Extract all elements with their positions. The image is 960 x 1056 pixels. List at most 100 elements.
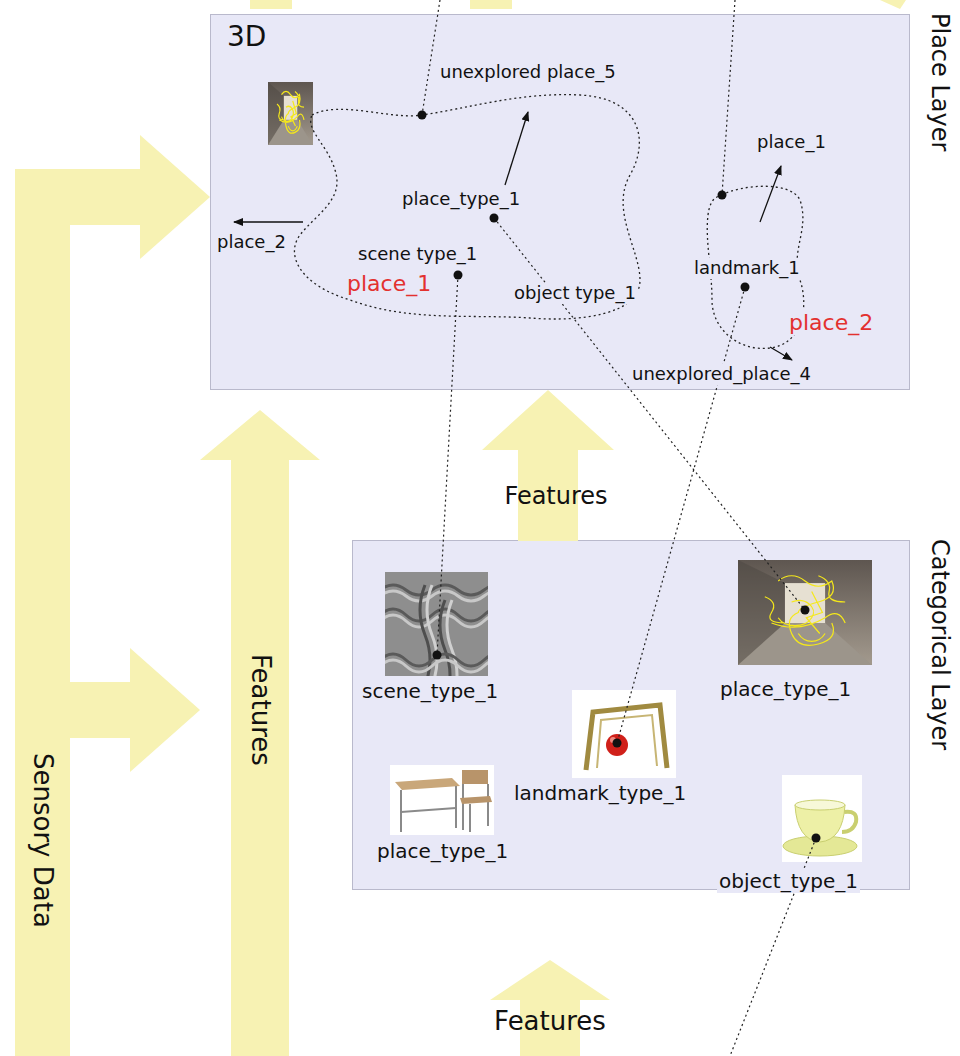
text-holder: Place Layer <box>925 13 953 151</box>
text-holder: unexplored place_5 <box>438 62 618 83</box>
anchor-dot <box>454 271 463 280</box>
chairs-image <box>390 765 494 835</box>
leader-line <box>422 0 440 115</box>
text-holder: Features <box>494 1007 606 1037</box>
features-arrow: Features <box>200 410 320 1056</box>
landmark-frame <box>597 715 657 768</box>
place-label: scene type_1 <box>356 244 479 265</box>
chair-seat <box>460 796 492 804</box>
exit-arrow <box>770 347 792 360</box>
cup-image <box>782 775 862 862</box>
leader-line <box>437 275 458 655</box>
text-holder: object_type_1 <box>717 870 860 893</box>
block-arrow <box>482 390 614 541</box>
place-label: unexplored_place_4 <box>630 364 813 385</box>
place-label: place_type_1 <box>400 189 522 210</box>
text-holder: scene_type_1 <box>360 680 500 703</box>
text-holder: place_1 <box>755 132 828 153</box>
place-label: unexplored place_5 <box>438 62 618 83</box>
features-arrow: Features <box>490 960 610 1056</box>
anchor-dot <box>418 111 427 120</box>
block-arrow <box>490 960 610 1056</box>
landmark-frame <box>586 705 667 770</box>
place-thumbnail <box>268 82 313 145</box>
chair-leg <box>462 784 464 830</box>
place-type-image <box>738 560 872 665</box>
text-holder: landmark_1 <box>692 258 802 279</box>
sensory-data-bar: Sensory Data <box>15 169 70 1056</box>
leader-line <box>722 0 735 195</box>
landmark-image <box>572 690 676 778</box>
text-holder: Sensory Data <box>28 753 58 928</box>
anchor-dots <box>418 111 821 843</box>
text-holder: Features <box>245 654 275 766</box>
place-label: object type_1 <box>512 283 638 304</box>
text-holder: place_1 <box>345 271 433 296</box>
text-holder: object type_1 <box>512 283 638 304</box>
text-holder: unexplored_place_4 <box>630 364 813 385</box>
text-holder: Categorical Layer <box>925 539 953 750</box>
block-arrow <box>200 410 320 1056</box>
leader-line <box>617 287 745 743</box>
place-label: place_1 <box>755 132 828 153</box>
layer-name: Place Layer <box>925 13 953 151</box>
category-caption: landmark_type_1 <box>512 782 688 805</box>
cup <box>795 805 845 842</box>
desk-top <box>395 778 460 790</box>
arrow-label: Features <box>245 654 275 766</box>
desk-bar <box>401 808 456 812</box>
gabor-texture <box>385 585 488 676</box>
text-holder: 3D <box>227 21 266 53</box>
place-label: place_2 <box>215 232 288 253</box>
anchor-dot <box>490 214 499 223</box>
block-arrow <box>69 648 200 772</box>
anchor-dot <box>433 651 442 660</box>
anchor-dot <box>812 834 821 843</box>
category-caption: object_type_1 <box>717 870 860 893</box>
layer-name: Categorical Layer <box>925 539 953 750</box>
exit-arrow <box>760 166 781 222</box>
anchor-dot <box>801 606 810 615</box>
arrow-label: Sensory Data <box>28 753 58 928</box>
edge-label: Features <box>504 483 607 511</box>
category-caption: place_type_1 <box>718 678 853 701</box>
anchor-dot <box>718 191 727 200</box>
chair-back <box>462 770 488 784</box>
gabor-wave <box>385 615 488 627</box>
landmark-ball <box>606 734 628 756</box>
exit-arrow <box>505 112 528 185</box>
chair-leg <box>487 784 489 826</box>
text-holder: landmark_type_1 <box>512 782 688 805</box>
text-holder: scene type_1 <box>356 244 479 265</box>
anchor-dot <box>613 739 622 748</box>
text-holder: place_type_1 <box>375 840 510 863</box>
text-holder: Features <box>504 483 607 511</box>
layer-tag: 3D <box>227 21 266 53</box>
text-holder: place_2 <box>215 232 288 253</box>
leader-lines <box>422 0 816 1056</box>
gabor-wave <box>385 591 488 601</box>
furniture-legs <box>401 784 488 832</box>
category-caption: place_type_1 <box>375 840 510 863</box>
place-region <box>294 95 640 319</box>
block-arrow <box>69 135 210 259</box>
text-holder: place_type_1 <box>400 189 522 210</box>
desk-leg <box>455 786 457 828</box>
chair-leg <box>469 804 471 832</box>
cut-arrow <box>250 0 292 9</box>
category-caption: scene_type_1 <box>360 680 500 703</box>
place-label: landmark_1 <box>692 258 802 279</box>
place-label: place_2 <box>787 310 875 335</box>
place-label: place_1 <box>345 271 433 296</box>
arrow-label: Features <box>494 1007 606 1037</box>
cup-rim <box>795 800 845 810</box>
text-holder: place_2 <box>787 310 875 335</box>
anchor-dot <box>741 283 750 292</box>
text-holder: place_type_1 <box>718 678 853 701</box>
cut-arrow <box>470 0 512 9</box>
gabor-wave <box>385 660 488 672</box>
cut-arrow <box>880 0 906 9</box>
exit-arrow <box>234 221 303 222</box>
